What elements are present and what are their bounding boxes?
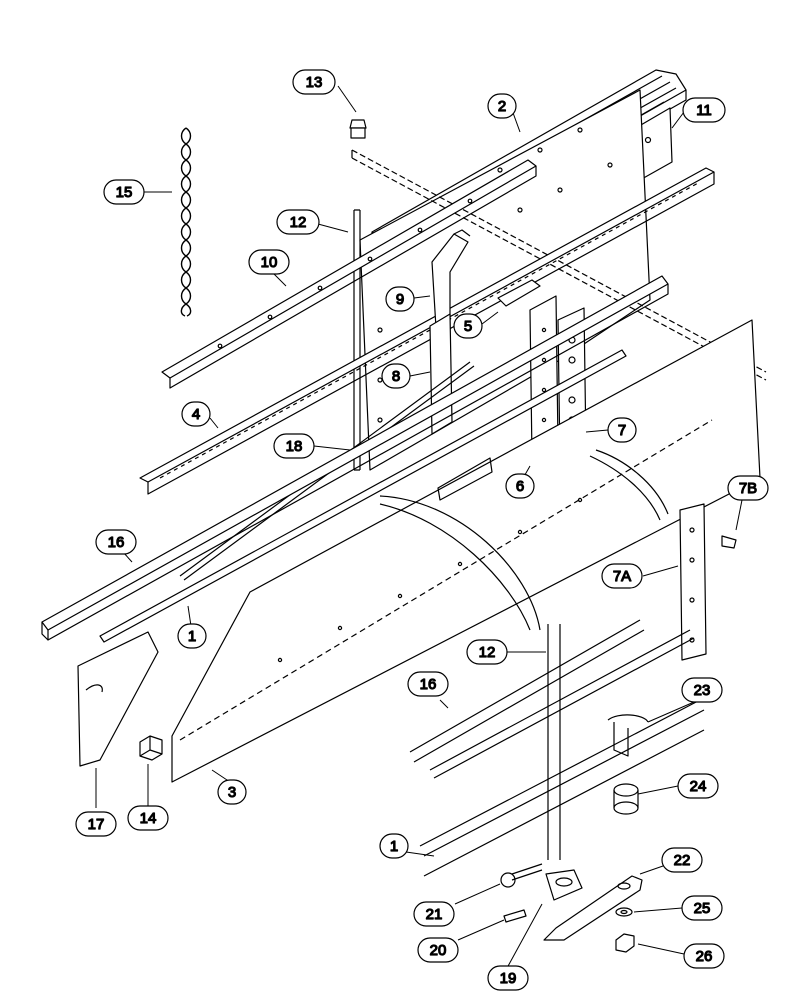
part-10-angle-rail bbox=[161, 159, 537, 389]
leader-lines bbox=[95, 85, 743, 969]
callout-25: 25 bbox=[681, 895, 723, 921]
part-12-rod-upper bbox=[353, 209, 361, 471]
callout-14: 14 bbox=[127, 805, 169, 831]
callout-26-label: 26 bbox=[696, 948, 713, 965]
part-7b-bolt bbox=[721, 535, 737, 549]
detail-rail-16 bbox=[409, 619, 645, 763]
callout-9: 9 bbox=[385, 286, 415, 312]
part-19-clamp-block bbox=[545, 869, 583, 901]
callout-1-detail-label: 1 bbox=[390, 838, 398, 855]
callout-1-detail: 1 bbox=[379, 833, 409, 859]
callout-13-label: 13 bbox=[306, 74, 323, 91]
callout-16-upper-label: 16 bbox=[108, 534, 125, 551]
part-20-roll-pin bbox=[503, 909, 527, 923]
callout-5-label: 5 bbox=[464, 318, 472, 335]
part-5-small-bracket bbox=[497, 279, 541, 307]
part-22-arm bbox=[543, 875, 643, 941]
callout-23-label: 23 bbox=[694, 682, 711, 699]
callout-22-label: 22 bbox=[674, 852, 691, 869]
callout-10: 10 bbox=[248, 249, 290, 275]
part-14-square-tube bbox=[139, 735, 163, 761]
callout-12-upper: 12 bbox=[276, 209, 320, 235]
callout-11-label: 11 bbox=[696, 102, 712, 119]
callout-18: 18 bbox=[273, 433, 315, 459]
detail-rail-1 bbox=[419, 699, 705, 877]
callout-7-label: 7 bbox=[618, 422, 626, 439]
callout-3-label: 3 bbox=[228, 784, 236, 801]
callout-15-label: 15 bbox=[116, 184, 133, 201]
callout-24: 24 bbox=[677, 773, 719, 799]
callout-7: 7 bbox=[607, 417, 637, 443]
callout-24-label: 24 bbox=[690, 778, 707, 795]
callout-17-label: 17 bbox=[88, 816, 105, 833]
callout-2-label: 2 bbox=[498, 98, 506, 115]
callout-9-label: 9 bbox=[396, 291, 404, 308]
callout-17: 17 bbox=[75, 811, 117, 837]
callout-3: 3 bbox=[217, 779, 247, 805]
callout-15: 15 bbox=[103, 179, 145, 205]
callout-4: 4 bbox=[181, 401, 211, 427]
part-7a-flat-plate bbox=[679, 503, 707, 661]
part-24-spacer bbox=[613, 783, 639, 815]
callout-10-label: 10 bbox=[261, 254, 278, 271]
callout-8: 8 bbox=[381, 363, 411, 389]
callout-21-label: 21 bbox=[426, 906, 443, 923]
callout-1-upper: 1 bbox=[177, 623, 207, 649]
callout-7a-label: 7A bbox=[613, 568, 631, 585]
callout-4-label: 4 bbox=[192, 406, 200, 423]
callout-12-upper-label: 12 bbox=[290, 214, 307, 231]
callout-14-label: 14 bbox=[140, 810, 157, 827]
callout-21: 21 bbox=[413, 901, 455, 927]
callout-20: 20 bbox=[417, 937, 459, 963]
callout-13: 13 bbox=[292, 69, 336, 95]
part-21-pin bbox=[500, 863, 543, 888]
callout-2: 2 bbox=[487, 93, 517, 119]
callout-25-label: 25 bbox=[694, 900, 711, 917]
part-25-washer bbox=[615, 907, 633, 917]
callout-23: 23 bbox=[681, 677, 723, 703]
callout-5: 5 bbox=[453, 313, 483, 339]
callout-19-label: 19 bbox=[500, 970, 517, 987]
callout-7b-label: 7B bbox=[739, 480, 757, 497]
part-12-rod-detail bbox=[547, 624, 561, 860]
callout-26: 26 bbox=[683, 943, 725, 969]
callout-7b: 7B bbox=[727, 475, 769, 501]
callout-22: 22 bbox=[661, 847, 703, 873]
callout-20-label: 20 bbox=[430, 942, 447, 959]
callout-16-upper: 16 bbox=[95, 529, 137, 555]
callout-1-upper-label: 1 bbox=[188, 628, 196, 645]
callout-6: 6 bbox=[505, 473, 535, 499]
part-13-nut bbox=[349, 119, 367, 139]
callout-8-label: 8 bbox=[392, 368, 400, 385]
callout-16-detail: 16 bbox=[407, 671, 449, 697]
part-23-bolt bbox=[607, 714, 649, 757]
callout-7a: 7A bbox=[601, 563, 643, 589]
callout-12-detail-label: 12 bbox=[479, 644, 496, 661]
callout-18-label: 18 bbox=[286, 438, 303, 455]
callout-11: 11 bbox=[682, 97, 726, 123]
callout-12-detail: 12 bbox=[466, 639, 508, 665]
detail-arc bbox=[379, 449, 669, 631]
part-16-lower-rail bbox=[41, 275, 669, 641]
part-26-lock-nut bbox=[615, 933, 635, 953]
callout-16-detail-label: 16 bbox=[420, 676, 437, 693]
callout-6-label: 6 bbox=[516, 478, 524, 495]
callout-19: 19 bbox=[487, 965, 529, 991]
part-15-chain bbox=[180, 127, 192, 317]
part-1-slotted-rail-upper bbox=[99, 349, 627, 643]
part-17-side-bracket bbox=[77, 631, 159, 767]
